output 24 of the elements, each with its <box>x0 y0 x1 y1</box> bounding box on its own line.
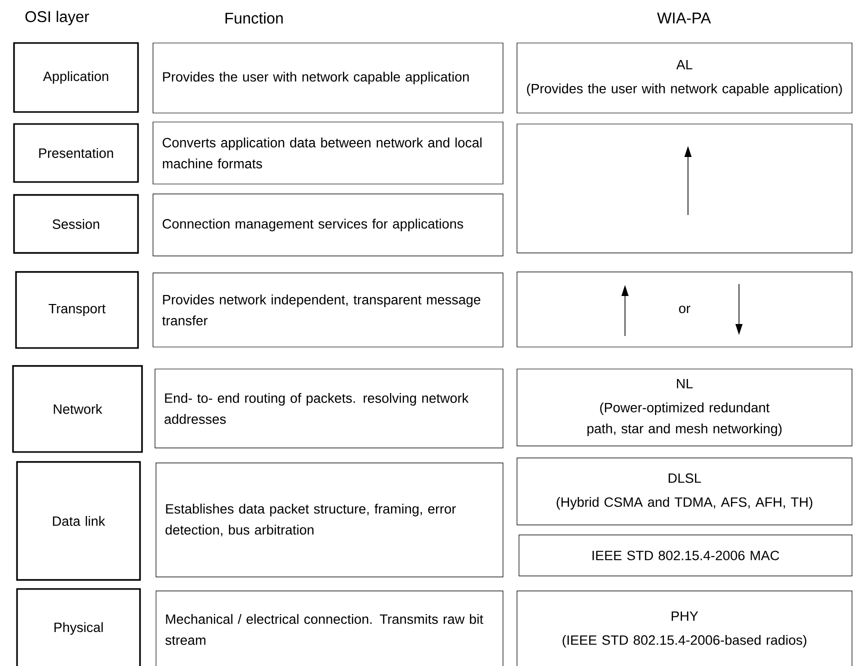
protocol-box: or <box>516 272 852 348</box>
protocol-box: AL (Provides the user with network capable application) <box>516 42 852 114</box>
protocol-box: NL (Power-optimized redundant path, star and mesh networking) <box>516 368 852 446</box>
function-box: Provides the user with network capable application <box>152 42 504 114</box>
protocol-box: PHY (IEEE STD 802.15.4-2006-based radios) <box>516 590 852 666</box>
protocol-box: IEEE STD 802.15.4-2006 MAC <box>518 534 852 576</box>
function-box: End- to- end routing of packets. resolving network addresses <box>154 368 504 448</box>
function-box: Converts application data between network and local machine formats <box>152 122 504 184</box>
layer-box: Network <box>12 365 143 453</box>
layer-box: Application <box>13 42 139 113</box>
function-box: Connection management services for applications <box>152 194 504 256</box>
function-box: Mechanical / electrical connection. Transmits raw bit stream <box>156 590 504 666</box>
function-box: Establishes data packet structure, framing, error detection, bus arbitration <box>156 462 504 578</box>
layer-box: Data link <box>16 461 141 581</box>
layer-box: Session <box>13 194 139 254</box>
column-heading: OSI layer <box>25 10 90 26</box>
column-heading: WIA-PA <box>657 12 711 24</box>
layer-box: Presentation <box>13 123 139 183</box>
function-box: Provides network independent, transparent message transfer <box>152 272 504 348</box>
column-heading: Function <box>226 12 283 24</box>
layer-box: Transport <box>15 271 139 349</box>
protocol-box: DLSL (Hybrid CSMA and TDMA, AFS, AFH, TH) <box>516 458 852 526</box>
empty-box <box>516 124 852 254</box>
layer-box: Physical <box>16 588 141 666</box>
